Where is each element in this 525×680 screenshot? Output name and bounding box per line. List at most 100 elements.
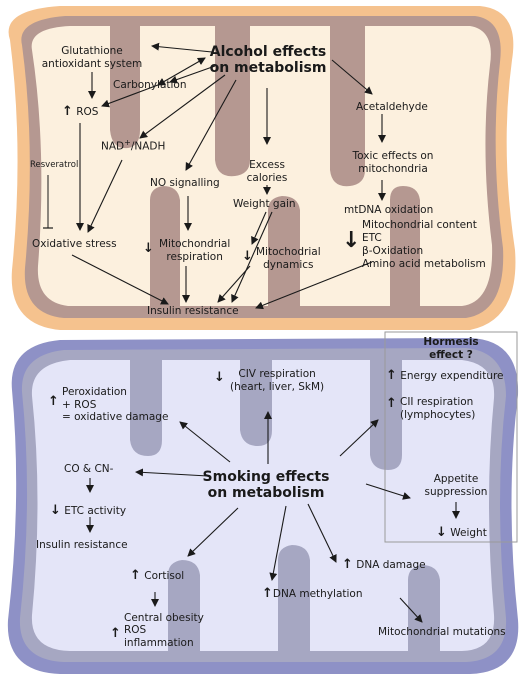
dna-methylation-text: DNA methylation	[272, 588, 363, 600]
amino-acid-label: Amino acid metabolism	[362, 258, 486, 270]
hormesis-label: Hormesis effect ?	[423, 336, 478, 361]
cii-line1: CII respiration	[400, 396, 474, 408]
mito-respiration-line2: respiration	[166, 250, 223, 263]
obesity-ros-line: ROS	[124, 624, 147, 636]
hormesis-box	[384, 331, 518, 543]
etc-activity-text: ETC activity	[64, 505, 127, 517]
arrow-smk-co	[135, 468, 209, 477]
mito-dynamics-label: ↓ Mitochodrial dynamics	[242, 246, 321, 271]
cii-line2: (lymphocytes)	[400, 408, 476, 421]
cortisol-text: Cortisol	[144, 570, 185, 582]
oxidative-stress-label: Oxidative stress	[32, 238, 117, 250]
up-arrow-icon: ↑	[386, 396, 397, 411]
arrow-oxstress-insulin	[71, 254, 169, 305]
nadh-text: /NADH	[130, 140, 166, 153]
nad-label: NAD+/NADH	[101, 138, 165, 153]
arrow-methylation-mutations	[399, 597, 423, 623]
down-arrow-icon: ↓	[436, 525, 447, 540]
weight-gain-label: Weight gain	[233, 198, 296, 210]
peroxidation-line3: = oxidative damage	[62, 411, 169, 424]
arrow-weight-insulin	[231, 211, 273, 303]
toxic-line2: mitochondria	[358, 162, 428, 175]
smoking-title-line2: on metabolism	[207, 485, 325, 502]
alcohol-title-line1: Alcohol effects	[209, 44, 327, 60]
big-down-arrow-icon: ↓	[342, 228, 361, 253]
arrow-alc-no	[185, 79, 237, 171]
smoking-arrows	[86, 411, 460, 623]
excess-calories-line1: Excess	[249, 159, 285, 171]
smoking-insulin-resistance-label: Insulin resistance	[36, 539, 128, 551]
energy-expenditure-text: Energy expenditure	[400, 370, 504, 382]
down-arrow-icon: ↓	[50, 503, 61, 518]
mito-respiration-text: Mitochondrial respiration	[159, 238, 230, 263]
beta-oxidation-label: β-Oxidation	[362, 245, 424, 257]
up-arrow-icon: ↑	[130, 568, 141, 583]
civ-label: ↓ CIV respiration (heart, liver, SkM)	[214, 368, 324, 393]
arrow-smk-methylation	[269, 505, 287, 581]
cii-label: ↑ CII respiration (lymphocytes)	[386, 396, 475, 421]
cii-text: CII respiration (lymphocytes)	[400, 396, 475, 421]
energy-expenditure-label: ↑ Energy expenditure	[386, 368, 504, 384]
hormesis-line1: Hormesis	[423, 336, 479, 348]
up-arrow-icon: ↑	[342, 557, 353, 572]
toxic-effects-label: Toxic effects on mitochondria	[353, 150, 434, 175]
arrow-smk-cii	[339, 419, 379, 457]
peroxidation-line1: Peroxidation	[62, 386, 127, 398]
down-arrow-icon: ↓	[143, 241, 154, 256]
arrow-mtdna-insulin	[255, 261, 373, 310]
ros-label: ↑ ROS	[62, 104, 98, 120]
civ-line1: CIV respiration	[238, 368, 316, 380]
arrow-alc-nad	[139, 74, 226, 139]
co-cn-label: CO & CN-	[64, 463, 114, 475]
mito-mutations-label: Mitochondrial mutations	[378, 626, 506, 638]
up-arrow-icon: ↑	[386, 368, 397, 383]
civ-text: CIV respiration (heart, liver, SkM)	[230, 368, 324, 393]
obesity-ros-text: ROS inflammation	[124, 624, 194, 649]
obesity-ros-label: ↑ ROS inflammation	[110, 624, 194, 649]
ros-text: ROS	[76, 106, 99, 118]
peroxidation-text: Peroxidation + ROS = oxidative damage	[62, 386, 168, 424]
etc-activity-label: ↓ ETC activity	[50, 503, 126, 519]
appetite-line2: suppression	[424, 485, 488, 498]
appetite-line1: Appetite	[433, 473, 479, 485]
glutathione-line1: Glutathione	[61, 45, 123, 57]
no-signalling-label: NO signalling	[150, 177, 220, 189]
mito-dynamics-line2: dynamics	[263, 258, 314, 271]
dna-damage-text: DNA damage	[356, 559, 426, 571]
smoking-title-line1: Smoking effects	[202, 469, 330, 485]
arrow-carbonylation-ros-b	[101, 84, 159, 108]
acetaldehyde-label: Acetaldehyde	[356, 101, 428, 113]
peroxidation-line2: + ROS	[62, 398, 97, 411]
arrow-carbonylation-ros	[157, 57, 206, 86]
dna-damage-label: ↑ DNA damage	[342, 557, 426, 573]
toxic-line1: Toxic effects on	[352, 150, 434, 162]
arrow-smk-dnadamage	[307, 503, 337, 563]
glutathione-line2: antioxidant system	[41, 57, 143, 70]
appetite-label: Appetite suppression	[425, 473, 488, 498]
mito-respiration-label: ↓ Mitochondrial respiration	[143, 238, 230, 263]
mtdna-oxidation-label: mtDNA oxidation	[344, 204, 434, 216]
excess-calories-label: Excess calories	[247, 159, 288, 184]
alcohol-insulin-resistance-label: Insulin resistance	[147, 305, 239, 317]
mito-dynamics-line1: Mitochodrial	[256, 246, 321, 258]
arrow-smk-cortisol	[187, 507, 239, 557]
arrow-weight-dynamics	[251, 211, 267, 245]
arrow-alc-acetaldehyde	[331, 59, 373, 95]
arrow-alc-glutathione	[151, 42, 213, 53]
arrow-dynamics-insulin	[217, 265, 251, 303]
up-arrow-icon: ↑	[62, 104, 73, 119]
up-arrow-icon: ↑	[48, 394, 59, 409]
dna-methylation-label: ↑DNA methylation	[262, 586, 363, 602]
alcohol-title-line2: on metabolism	[209, 60, 327, 77]
peroxidation-label: ↑ Peroxidation + ROS = oxidative damage	[48, 386, 168, 424]
alcohol-matrix	[31, 26, 493, 306]
etc-label: ETC	[362, 232, 382, 244]
mito-content-label: Mitochondrial content	[362, 219, 477, 231]
smoking-matrix	[31, 360, 495, 651]
arrow-smk-appetite	[365, 483, 411, 500]
hormesis-line2: effect ?	[429, 348, 473, 361]
mito-dynamics-text: Mitochodrial dynamics	[256, 246, 321, 271]
glutathione-label: Glutathione antioxidant system	[42, 45, 143, 70]
arrow-nad-oxstress	[87, 159, 123, 233]
